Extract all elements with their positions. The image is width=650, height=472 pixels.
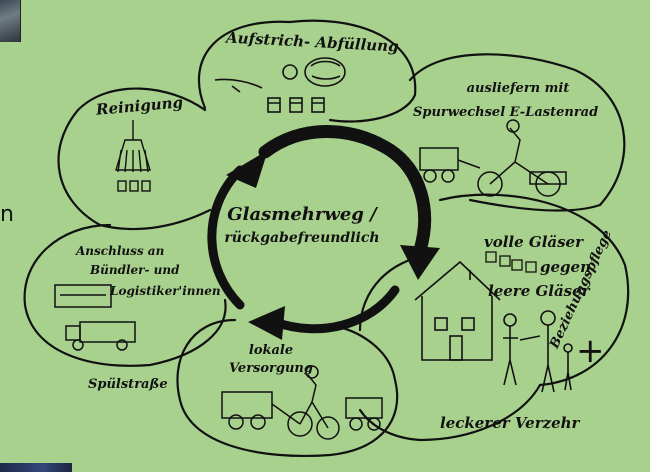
bubble-verzehr [358,383,542,442]
label-anschluss-3: Logistiker'innen [110,284,221,298]
cycle-arrowhead-right [400,245,440,280]
cycle-arrowhead-bottom [248,306,285,340]
photo-fragment-bottom-left [0,463,72,472]
bubble-anschluss [23,223,227,367]
cycle-arrow-top [258,125,432,257]
bubble-volle [438,193,630,387]
shower-icon [115,120,151,192]
cargo-bike-icon [419,119,567,197]
bubble-lokale [176,318,399,457]
label-spuelstrasse: Spülstraße [88,377,168,392]
cycle-arrow-left [207,165,245,310]
jars-small-icon [485,251,537,273]
label-lokale-1: lokale [248,343,294,358]
cycle-arrowhead-left [226,150,268,188]
label-volle-1: volle Gläser [484,233,584,251]
bubble-reinigung [57,87,212,231]
truck-icon [54,284,136,351]
label-verzehr: leckerer Verzehr [440,414,580,432]
people-icon [503,310,573,393]
label-volle-3: leere Gläser [488,282,590,300]
label-anschluss-1: Anschluss an [76,244,165,258]
label-anschluss-2: Bündler- und [90,263,180,277]
cart-bike-icon [221,365,383,440]
house-icon [414,260,501,361]
label-ausliefern-1: ausliefern mit [466,81,570,96]
photo-fragment-top-left [0,0,21,42]
label-ausliefern-2: Spurwechsel E-Lastenrad [413,105,599,120]
cut-off-text: n [0,202,14,227]
label-volle-2: gegen [540,258,591,276]
plus-sign: + [576,331,605,371]
center-title-line2: rückgabefreundlich [224,230,380,246]
bubble-ausliefern [408,53,626,212]
cycle-arrow-bottom [270,285,400,334]
jars-icon [214,57,346,113]
bubble-aufstrich [197,19,417,123]
center-title-line1: Glasmehrweg / [227,204,377,225]
label-lokale-2: Versorgung [229,361,313,376]
